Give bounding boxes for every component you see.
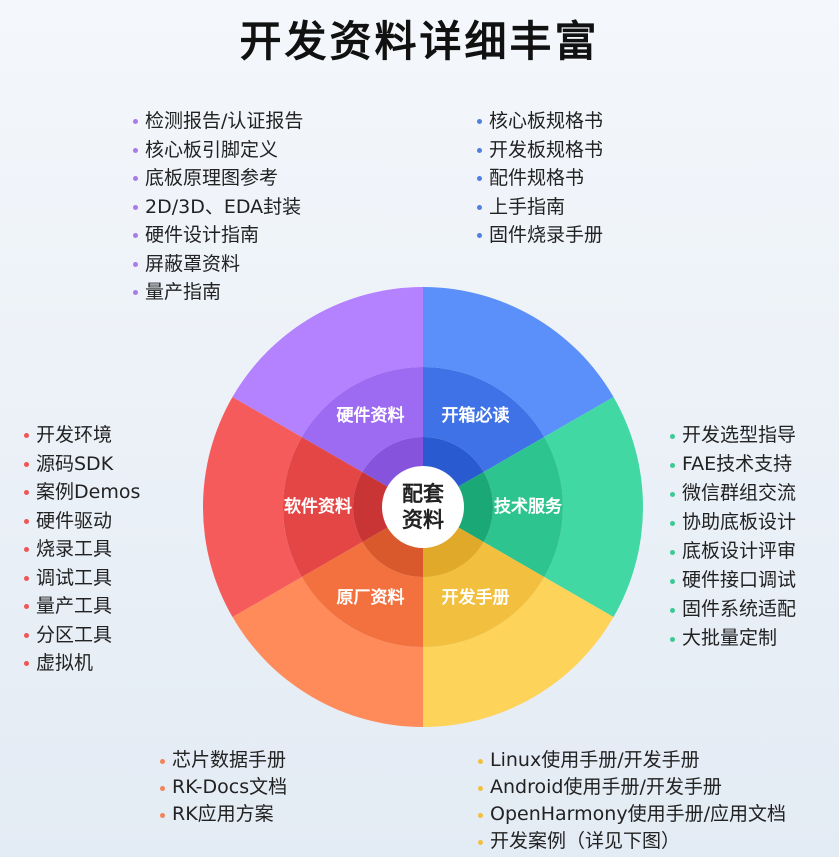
list-item: 大批量定制 — [670, 624, 796, 653]
segment-label: 原厂资料 — [337, 587, 405, 608]
list-item: 检测报告/认证报告 — [133, 107, 303, 136]
list-item: 屏蔽罩资料 — [133, 250, 303, 279]
center-circle — [382, 466, 464, 548]
center-label: 资料 — [402, 508, 444, 532]
segment-label: 开箱必读 — [442, 405, 510, 426]
list-item: 硬件设计指南 — [133, 221, 303, 250]
segment-label: 技术服务 — [494, 496, 563, 517]
list-item: 调试工具 — [24, 564, 140, 593]
wheel-segment-outer — [232, 287, 423, 437]
list-item: 固件烧录手册 — [477, 221, 603, 250]
list-item: 底板设计评审 — [670, 537, 796, 566]
wheel-segment-middle — [301, 542, 423, 647]
list-item: 2D/3D、EDA封装 — [133, 193, 303, 222]
center-label: 配套 — [402, 482, 444, 506]
segment-label: 开发手册 — [442, 587, 510, 608]
list-item: 烧录工具 — [24, 535, 140, 564]
wheel-segment-middle — [423, 367, 545, 472]
list-item: 开发选型指导 — [670, 421, 796, 450]
list-item: 分区工具 — [24, 621, 140, 650]
wheel-segment-outer — [203, 397, 302, 617]
list-item: 开发板规格书 — [477, 136, 603, 165]
wheel-segment-outer — [232, 577, 423, 727]
segment-label: 硬件资料 — [337, 405, 405, 426]
wheel-segment-middle — [301, 367, 423, 472]
list-item: 源码SDK — [24, 450, 140, 479]
list-item: 芯片数据手册 — [160, 747, 287, 774]
list-item: 核心板引脚定义 — [133, 136, 303, 165]
getting-started-list: 核心板规格书开发板规格书配件规格书上手指南固件烧录手册 — [477, 107, 603, 250]
wheel-segment-outer — [423, 577, 614, 727]
wheel-segment-middle — [483, 437, 563, 577]
wheel-segment-outer — [423, 287, 614, 437]
list-item: Android使用手册/开发手册 — [478, 774, 786, 801]
list-item: 量产指南 — [133, 278, 303, 307]
list-item: 案例Demos — [24, 478, 140, 507]
list-item: Linux使用手册/开发手册 — [478, 747, 786, 774]
list-item: 底板原理图参考 — [133, 164, 303, 193]
list-item: 微信群组交流 — [670, 479, 796, 508]
wheel-segment-middle — [283, 437, 363, 577]
list-item: OpenHarmony使用手册/应用文档 — [478, 801, 786, 828]
wheel-segment-outer — [544, 397, 643, 617]
list-item: 开发环境 — [24, 421, 140, 450]
list-item: RK应用方案 — [160, 801, 287, 828]
list-item: 固件系统适配 — [670, 595, 796, 624]
list-item: 虚拟机 — [24, 649, 140, 678]
list-item: 量产工具 — [24, 592, 140, 621]
list-item: 配件规格书 — [477, 164, 603, 193]
wheel-segment-middle — [423, 542, 545, 647]
list-item: 核心板规格书 — [477, 107, 603, 136]
list-item: 开发案例（详见下图） — [478, 828, 786, 855]
list-item: 上手指南 — [477, 193, 603, 222]
page-title: 开发资料详细丰富 — [239, 17, 600, 66]
list-item: 协助底板设计 — [670, 508, 796, 537]
list-item: 硬件接口调试 — [670, 566, 796, 595]
list-item: FAE技术支持 — [670, 450, 796, 479]
segment-label: 软件资料 — [284, 496, 352, 517]
list-item: 硬件驱动 — [24, 507, 140, 536]
list-item: RK-Docs文档 — [160, 774, 287, 801]
